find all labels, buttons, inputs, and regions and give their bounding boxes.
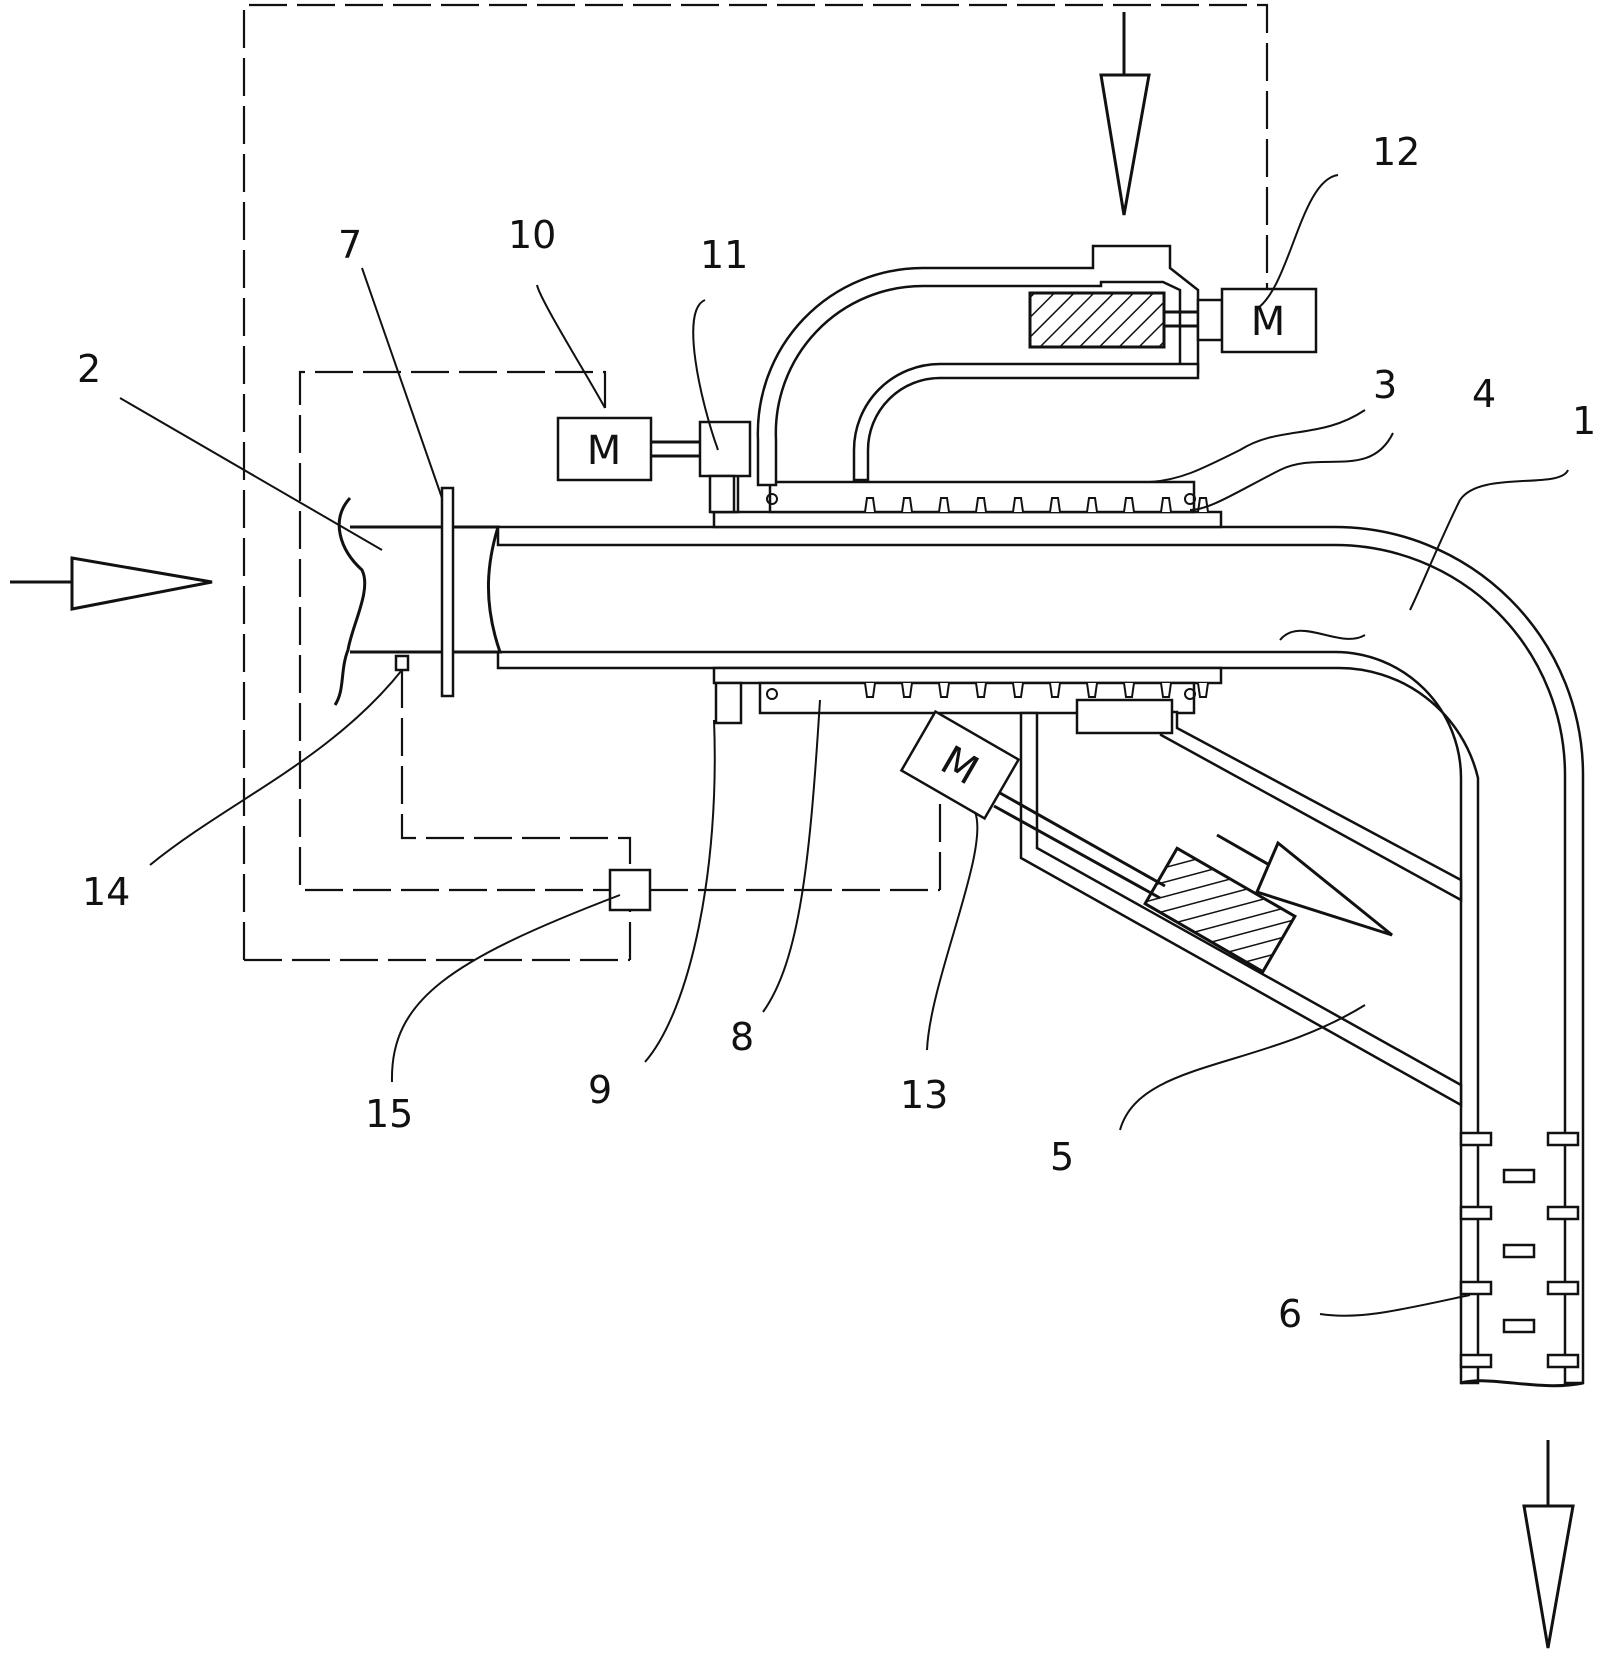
sleeve-tooth <box>1049 682 1061 698</box>
sleeve-tooth <box>1197 682 1209 698</box>
callout-6: 6 <box>1278 1292 1302 1336</box>
feed-screw <box>1028 291 1166 349</box>
inlet-arrow <box>10 556 213 611</box>
main-pipe <box>333 496 1585 1388</box>
sleeve-tooth <box>1086 682 1098 698</box>
motor-12-label: M <box>1251 299 1286 345</box>
sleeve-tooth <box>901 682 913 698</box>
sleeve-tooth <box>1197 497 1209 513</box>
sleeve-tooth <box>1123 682 1135 698</box>
top-feed-arrow <box>1099 12 1151 216</box>
callout-12: 12 <box>1372 130 1420 174</box>
branch-flow-arrow <box>1216 833 1393 937</box>
callout-8: 8 <box>730 1015 754 1059</box>
sleeve-tooth <box>1160 497 1172 513</box>
outlet-arrow <box>1522 1440 1575 1649</box>
mixing-baffles <box>1459 1131 1580 1369</box>
callout-2: 2 <box>77 347 101 391</box>
flange <box>440 486 455 698</box>
flow-arrows <box>10 12 1575 1649</box>
motor-12 <box>1220 287 1318 354</box>
motor-10: M <box>556 416 752 514</box>
sleeve-tooth <box>1160 682 1172 698</box>
sleeve-tooth <box>901 497 913 513</box>
callout-7: 7 <box>338 223 362 267</box>
motor-10-label: M <box>587 428 622 474</box>
leader-lines <box>119 174 1569 1317</box>
bearing-9 <box>714 681 743 725</box>
sleeve-tooth <box>975 497 987 513</box>
sleeve-tooth <box>938 682 950 698</box>
controller-15 <box>608 868 652 912</box>
control-lines <box>242 3 1269 962</box>
callout-3: 3 <box>1373 363 1397 407</box>
sleeve-tooth <box>1012 497 1024 513</box>
sleeve-tooth <box>1049 497 1061 513</box>
upper-sleeve <box>712 480 1223 529</box>
callout-labels: 1 2 3 4 5 6 7 8 9 10 11 12 13 14 15 <box>77 130 1596 1336</box>
motor-13 <box>899 709 1021 821</box>
callout-4: 4 <box>1472 372 1496 416</box>
sleeve-tooth <box>864 497 876 513</box>
callout-13: 13 <box>900 1073 948 1117</box>
branch-pipe: M <box>899 698 1463 1108</box>
callout-14: 14 <box>82 870 130 914</box>
callout-15: 15 <box>365 1092 413 1136</box>
callout-11: 11 <box>700 233 748 277</box>
branch-screw <box>1143 846 1297 974</box>
sleeve-tooth <box>1086 497 1098 513</box>
sleeve-tooth <box>1012 682 1024 698</box>
callout-5: 5 <box>1050 1135 1074 1179</box>
callout-9: 9 <box>588 1068 612 1112</box>
feed-elbow: M <box>756 244 1318 487</box>
sleeve-tooth <box>938 497 950 513</box>
sensor-14 <box>394 654 410 672</box>
branch-coupling <box>1075 698 1174 735</box>
sleeve-tooth <box>864 682 876 698</box>
sleeve-tooth <box>1123 497 1135 513</box>
callout-10: 10 <box>508 213 556 257</box>
callout-1: 1 <box>1572 399 1596 443</box>
sleeve-tooth <box>975 682 987 698</box>
